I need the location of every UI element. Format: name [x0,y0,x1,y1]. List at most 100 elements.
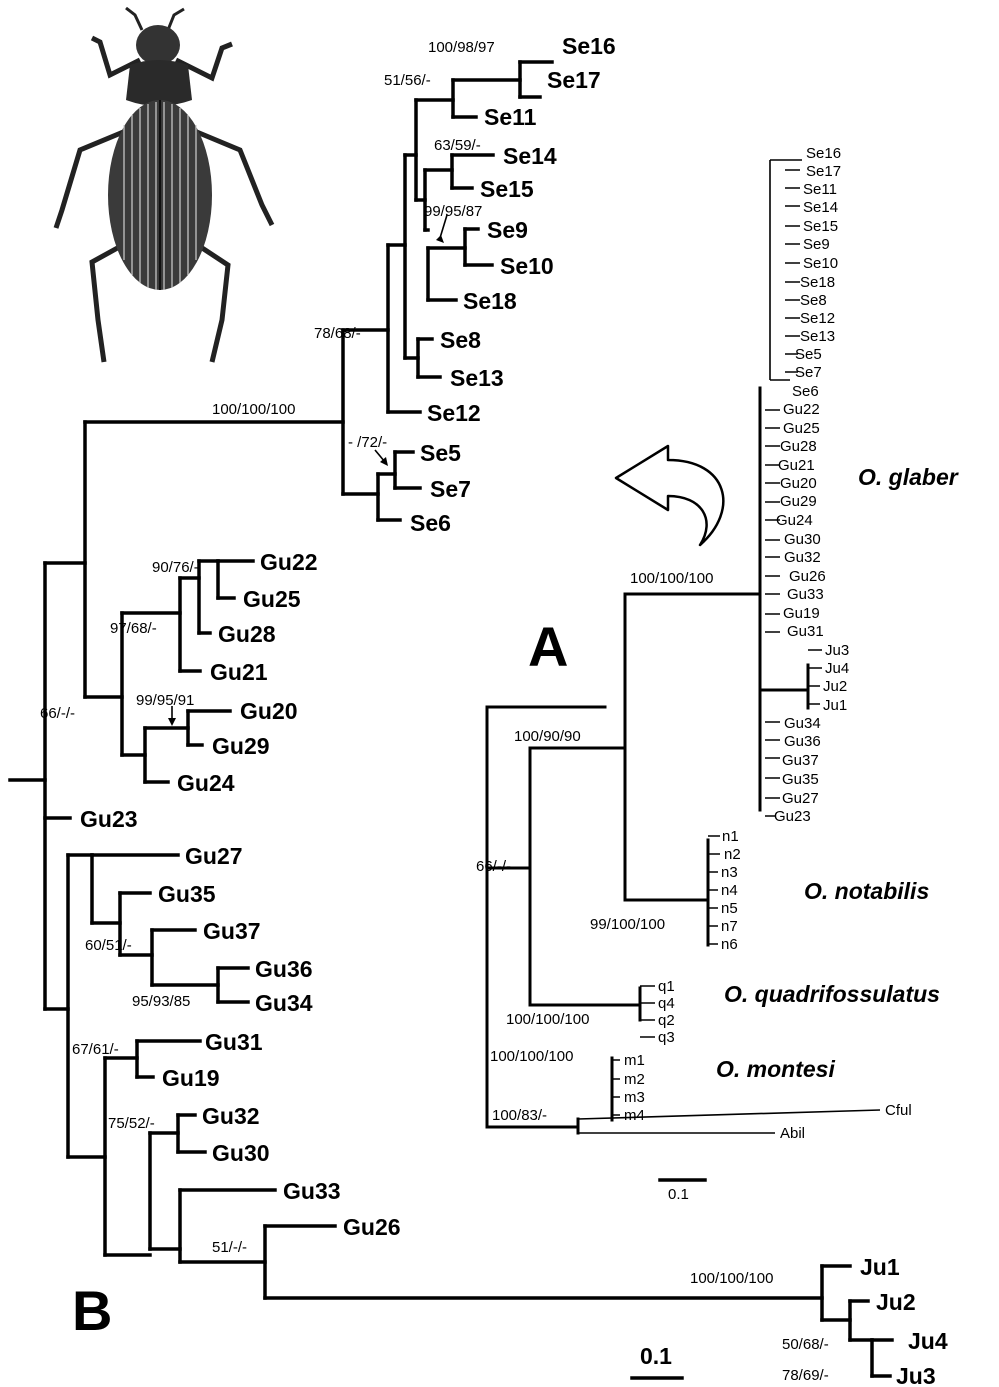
tip-ju4: Ju4 [908,1328,948,1354]
tip-a: m3 [624,1089,645,1106]
tip-se10: Se10 [500,253,554,279]
scale-bar-b: 0.1 [632,1343,682,1378]
tip-gu27: Gu27 [185,843,243,869]
tip-a: Gu30 [784,531,821,548]
panel-label-a: A [528,615,568,678]
tip-a: Cful [885,1102,912,1119]
tip-gu22: Gu22 [260,549,318,575]
tip-se13: Se13 [450,365,504,391]
support-value: 100/90/90 [514,728,581,745]
support-value: 99/100/100 [590,916,665,933]
tip-a: Gu36 [784,733,821,750]
tip-a: Ju1 [823,697,847,714]
tip-a: m2 [624,1071,645,1088]
tip-gu19: Gu19 [162,1065,220,1091]
tip-se17: Se17 [547,67,601,93]
tip-se16: Se16 [562,33,616,59]
tip-a: q1 [658,978,675,995]
tip-se12: Se12 [427,400,481,426]
tip-gu30: Gu30 [212,1140,270,1166]
tip-a: m4 [624,1107,645,1124]
tip-a: Gu31 [787,623,824,640]
tip-a: Gu25 [783,420,820,437]
scale-bar-a: 0.1 [660,1180,705,1203]
tip-se15: Se15 [480,176,534,202]
support-value: 66/-/- [476,858,511,875]
tip-a: Gu24 [776,512,813,529]
svg-text:0.1: 0.1 [668,1186,689,1203]
species-label-notabilis: O. notabilis [804,878,929,904]
tip-a: Gu21 [778,457,815,474]
tip-a: Ju3 [825,642,849,659]
tip-se18: Se18 [463,288,517,314]
tip-a: Se14 [803,199,838,216]
tip-se9: Se9 [487,217,528,243]
tip-se14: Se14 [503,143,557,169]
tip-gu34: Gu34 [255,990,313,1016]
tip-a: Se12 [800,310,835,327]
tip-a: Se11 [803,181,837,198]
tip-gu35: Gu35 [158,881,216,907]
support-value: 99/95/87 [424,203,482,220]
tip-gu36: Gu36 [255,956,313,982]
tip-se5: Se5 [420,440,461,466]
tip-a: Se15 [803,218,838,235]
tip-a: Se13 [800,328,835,345]
tip-a: Se9 [803,236,830,253]
tree-a-supports: 100/100/100 100/90/90 66/-/- 99/100/100 … [476,570,713,1124]
species-label-glaber: O. glaber [858,464,959,490]
tip-ju3: Ju3 [896,1363,936,1387]
tip-a: m1 [624,1052,645,1069]
tip-se7: Se7 [430,476,471,502]
svg-text:0.1: 0.1 [640,1343,672,1369]
tip-gu37: Gu37 [203,918,261,944]
tip-a: n6 [721,936,738,953]
tip-a: Se5 [795,346,822,363]
tip-se8: Se8 [440,327,481,353]
support-value: 60/51/- [85,937,132,954]
tip-gu31: Gu31 [205,1029,263,1055]
tip-a: n3 [721,864,738,881]
tip-a: Gu26 [789,568,826,585]
tip-a: Gu27 [782,790,819,807]
tip-a: Gu20 [780,475,817,492]
tip-a: Gu35 [782,771,819,788]
support-value: 66/-/- [40,705,75,722]
support-value: 51/-/- [212,1239,247,1256]
tip-a: Se16 [806,145,841,162]
tip-gu28: Gu28 [218,621,276,647]
support-value: 100/98/97 [428,39,495,56]
support-value: 100/83/- [492,1107,547,1124]
tip-se6: Se6 [410,510,451,536]
tip-ju2: Ju2 [876,1289,916,1315]
support-value: 90/76/- [152,559,199,576]
tip-gu25: Gu25 [243,586,301,612]
support-value: 51/56/- [384,72,431,89]
tip-a: Gu34 [784,715,821,732]
support-value: 97/68/- [110,620,157,637]
support-value: 100/100/100 [506,1011,589,1028]
tip-a: Se6 [792,383,819,400]
tip-a: Gu19 [783,605,820,622]
support-value: 99/95/91 [136,692,194,709]
support-value: 100/100/100 [690,1270,773,1287]
tip-a: Ju4 [825,660,849,677]
beetle-illustration [56,8,272,362]
tip-a: Gu28 [780,438,817,455]
tip-a: Se18 [800,274,835,291]
tip-a: q4 [658,995,675,1012]
panel-label-b: B [72,1279,112,1342]
tip-a: Se7 [795,364,822,381]
support-value: 75/52/- [108,1115,155,1132]
tip-a: n1 [722,828,739,845]
tip-se11: Se11 [484,104,537,130]
support-value: 63/59/- [434,137,481,154]
tip-a: Se10 [803,255,838,272]
tip-a: q3 [658,1029,675,1046]
support-value: 78/69/- [782,1367,829,1384]
support-value: 78/68/- [314,325,361,342]
tip-a: Gu23 [774,808,811,825]
tip-a: n2 [724,846,741,863]
tip-a: Gu22 [783,401,820,418]
tip-gu23: Gu23 [80,806,138,832]
